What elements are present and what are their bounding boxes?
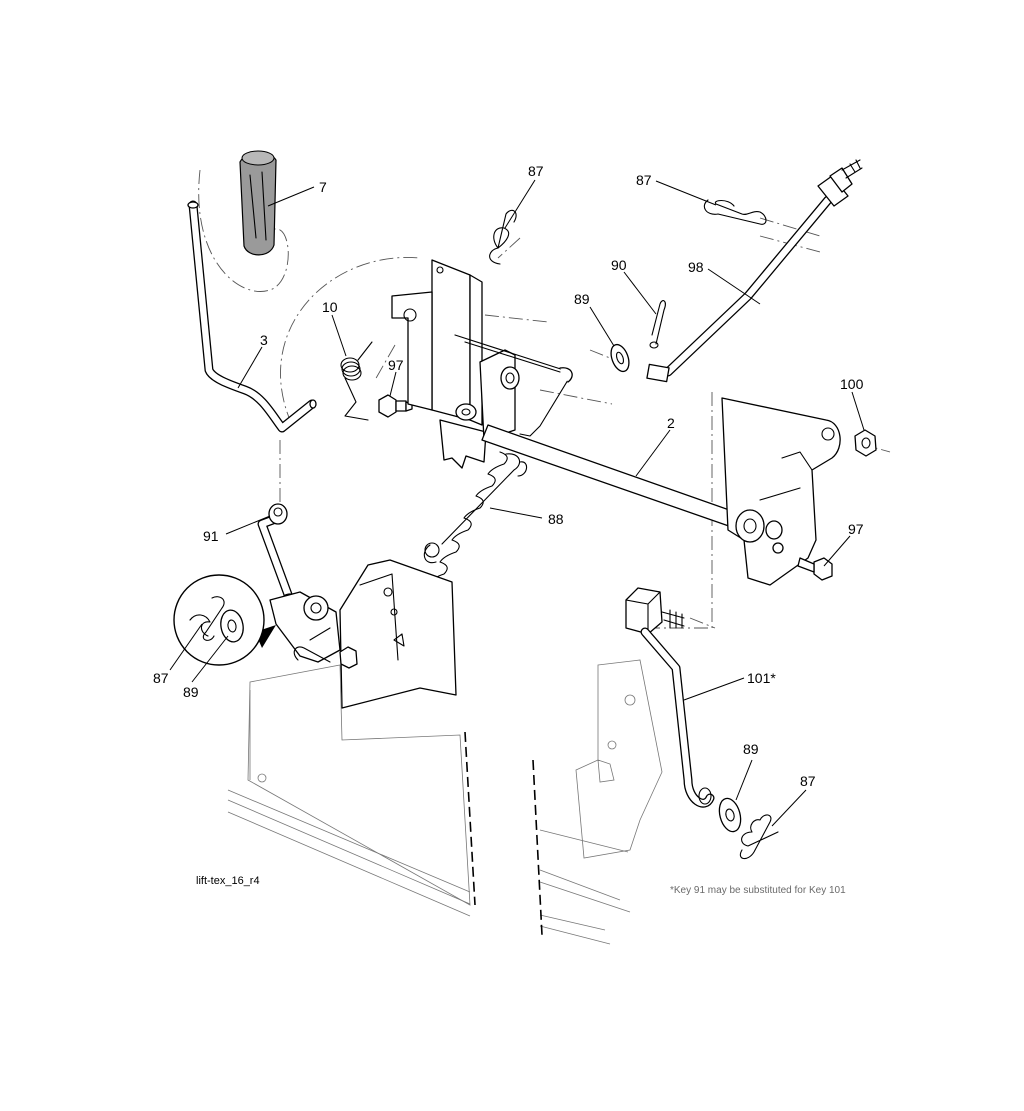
- detail-inset: [173, 574, 276, 666]
- callout-89-inset: 89: [183, 684, 199, 700]
- lift-handle: [187, 200, 317, 433]
- callout-10: 10: [322, 299, 338, 315]
- callout-97-left: 97: [388, 357, 404, 373]
- callout-90: 90: [611, 257, 627, 273]
- swivel-link-rod: [257, 503, 299, 607]
- callout-89-top: 89: [574, 291, 590, 307]
- washer-bottom: [718, 797, 742, 833]
- callout-87-inset: 87: [153, 670, 169, 686]
- callout-87-right: 87: [636, 172, 652, 188]
- deck-bracket-right: [532, 659, 663, 945]
- washer-top: [610, 343, 630, 373]
- lift-link-rod: [646, 159, 863, 383]
- hitch-pin-bottom: [739, 814, 779, 860]
- mounting-bracket: [391, 259, 573, 469]
- callout-88: 88: [548, 511, 564, 527]
- callout-98: 98: [688, 259, 704, 275]
- deck-left: [227, 664, 476, 917]
- leader-lines: [169, 179, 865, 827]
- extension-spring: [423, 451, 528, 585]
- callout-7: 7: [319, 179, 327, 195]
- deck-bracket-left: [269, 559, 457, 709]
- callout-87-bottom: 87: [800, 773, 816, 789]
- handle-grip: [239, 150, 277, 256]
- callout-2: 2: [667, 415, 675, 431]
- callouts: 7 87 87 90 98 89 10 3 97 100 2 88 97 91 …: [153, 163, 864, 789]
- callout-100: 100: [840, 376, 864, 392]
- torsion-spring: [340, 341, 373, 421]
- callout-89-bottom: 89: [743, 741, 759, 757]
- hitch-pin-right: [703, 199, 767, 225]
- alternate-link-rod: [625, 587, 715, 808]
- nut: [854, 429, 877, 457]
- callout-91: 91: [203, 528, 219, 544]
- shoulder-bolt-left: [378, 394, 413, 418]
- footnote: *Key 91 may be substituted for Key 101: [670, 885, 846, 896]
- lift-shaft: [481, 397, 841, 586]
- callout-101: 101*: [747, 670, 776, 686]
- hitch-pin-top: [489, 209, 517, 265]
- callout-87-top: 87: [528, 163, 544, 179]
- callout-97-right: 97: [848, 521, 864, 537]
- shoulder-bolt-right: [797, 557, 833, 581]
- image-label: lift-tex_16_r4: [196, 875, 260, 887]
- callout-3: 3: [260, 332, 268, 348]
- cotter-pin: [649, 300, 666, 349]
